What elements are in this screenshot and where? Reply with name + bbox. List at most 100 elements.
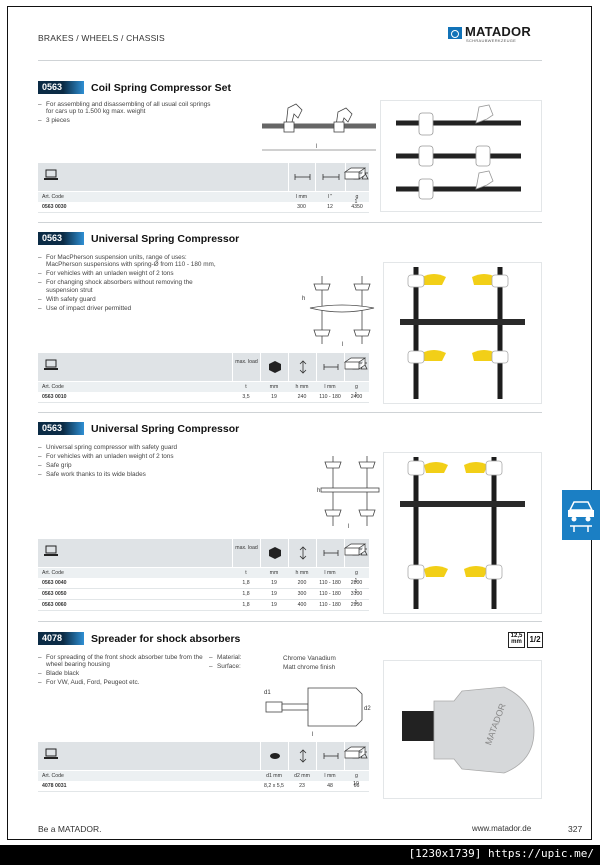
col-header: h mm — [295, 384, 309, 390]
bullet-item: Universal spring compressor with safety … — [38, 444, 238, 452]
col-art-code: Art. Code — [42, 194, 64, 200]
surface-label: Surface: — [209, 663, 279, 671]
col-header: g — [355, 570, 358, 576]
bullet-item: For MacPherson suspension units, range o… — [38, 254, 218, 269]
dim-h-icon — [288, 539, 317, 567]
package-box-icon — [343, 167, 367, 180]
dim-d1-label: d1 — [264, 690, 271, 696]
dim-l-icon — [316, 539, 345, 567]
dim-l-icon — [316, 742, 345, 770]
bullet-item: For changing shock absorbers without rem… — [38, 279, 218, 294]
cell: 400 — [297, 602, 307, 608]
section-divider — [38, 222, 542, 223]
cell: 300 — [297, 204, 306, 210]
col-header: g — [355, 773, 358, 779]
cell-art-code: 0563 0030 — [42, 204, 67, 210]
cell-art-code: 0563 0050 — [42, 591, 67, 597]
footer-url[interactable]: www.matador.de — [472, 824, 532, 833]
col-header: t — [245, 570, 247, 576]
dim-l-label: l — [348, 524, 349, 530]
breadcrumb: BRAKES / WHEELS / CHASSIS — [38, 33, 165, 43]
brand-subtitle: SCHRAUBWERKZEUGE — [466, 38, 517, 43]
bullet-list: For MacPherson suspension units, range o… — [38, 254, 218, 314]
table-row[interactable]: 0563 0060 1,8 19 400 110 - 180 2950 — [38, 600, 369, 611]
table-row[interactable]: 4078 0031 8,2 x 5,5 23 48 66 — [38, 781, 369, 792]
spec-values: Chrome Vanadium Matt chrome finish — [283, 654, 336, 672]
col-art-code: Art. Code — [42, 384, 64, 390]
cell: 19 — [271, 591, 277, 597]
dim-l-icon — [316, 353, 345, 381]
cell: 48 — [327, 783, 333, 789]
brand-logo[interactable]: MATADOR SCHRAUBWERKZEUGE — [448, 24, 548, 46]
cell-art-code: 4078 0031 — [42, 783, 67, 789]
brand-name: MATADOR — [465, 24, 531, 39]
chapter-tab[interactable] — [562, 490, 600, 540]
matador-logo-icon — [448, 27, 462, 39]
universal-compressor-drawing: h l — [317, 456, 380, 530]
spreader-drawing: d1 d2 l — [264, 687, 371, 738]
col-art-code: Art. Code — [42, 570, 64, 576]
bullet-item: For VW, Audi, Ford, Peugeot etc. — [38, 679, 208, 687]
col-header: g — [355, 194, 359, 200]
table-label-row: Art. Code t mm h mm l mm g — [38, 567, 369, 578]
col-header: l " — [327, 194, 333, 200]
bullet-item: Safe grip — [38, 462, 238, 470]
dim-d2-label: d2 — [364, 706, 371, 712]
bullet-item: For spreading of the front shock absorbe… — [38, 654, 208, 669]
cell: 3100 — [350, 591, 363, 597]
cell: 200 — [297, 580, 307, 586]
table-row[interactable]: 0563 0010 3,5 19 240 110 - 180 2400 — [38, 392, 369, 403]
material-value: Chrome Vanadium — [283, 655, 336, 662]
product-photo — [383, 452, 542, 614]
col-header: mm — [269, 570, 279, 576]
table-row[interactable]: 0563 0030 300 12 4350 — [38, 202, 369, 213]
spec-table: Art. Code l mm l " g 0563 0030 300 12 43… — [38, 163, 369, 213]
dim-h-icon — [288, 353, 317, 381]
surface-value: Matt chrome finish — [283, 664, 336, 671]
cell: 1,8 — [242, 591, 250, 597]
table-header: max. load — [38, 353, 369, 381]
spec-labels: Material: Surface: — [209, 654, 279, 672]
spec-table: Art. Code d1 mm d2 mm l mm g 4078 0031 8… — [38, 742, 369, 792]
section-title: Spreader for shock absorbers — [91, 633, 241, 645]
table-header: max. load — [38, 539, 369, 567]
laptop-icon — [44, 748, 58, 759]
col-header: mm — [269, 384, 279, 390]
cell: 2400 — [350, 394, 363, 400]
section-divider — [38, 621, 542, 622]
package-box-icon — [343, 543, 367, 556]
cell: 300 — [297, 591, 307, 597]
cell: 1,8 — [242, 602, 250, 608]
table-row[interactable]: 0563 0050 1,8 19 300 110 - 180 3100 — [38, 589, 369, 600]
cell-qty: 1 — [354, 589, 358, 595]
bullet-item: For vehicles with an unladen weight of 2… — [38, 453, 238, 461]
drive-size-stamp: 12,5 mm — [508, 632, 525, 648]
table-row[interactable]: 0563 0040 1,8 19 200 110 - 180 2800 — [38, 578, 369, 589]
cell: 8,2 x 5,5 — [264, 783, 284, 789]
cell: 2800 — [350, 580, 363, 586]
dim-h-label: h — [302, 296, 305, 302]
drive-fraction-stamp: 1/2 — [527, 632, 543, 648]
dim-l-label: l — [316, 144, 317, 150]
max-load-label: max. load — [232, 539, 260, 567]
dim-l-icon — [288, 163, 316, 191]
col-header: l mm — [324, 570, 336, 576]
dim-h-label: h — [317, 488, 320, 494]
car-lift-icon — [568, 501, 594, 532]
bullet-item: Use of impact driver permitted — [38, 305, 218, 313]
bullet-item: With safety guard — [38, 296, 218, 304]
col-header: t — [245, 384, 247, 390]
spec-table: max. load Art. Code t mm h mm l mm g 056… — [38, 539, 369, 611]
table-header — [38, 163, 369, 191]
cell-qty: 1 — [354, 600, 358, 606]
cell-qty: 10 — [353, 781, 359, 787]
cell: 3,5 — [242, 394, 250, 400]
product-photo — [380, 100, 542, 212]
table-label-row: Art. Code t mm h mm l mm g — [38, 381, 369, 392]
col-art-code: Art. Code — [42, 773, 64, 779]
bullet-item: For assembling and disassembling of all … — [38, 101, 218, 116]
laptop-icon — [44, 545, 58, 556]
package-box-icon — [343, 357, 367, 370]
bullet-list: Universal spring compressor with safety … — [38, 444, 238, 480]
section-title: Universal Spring Compressor — [91, 233, 240, 245]
